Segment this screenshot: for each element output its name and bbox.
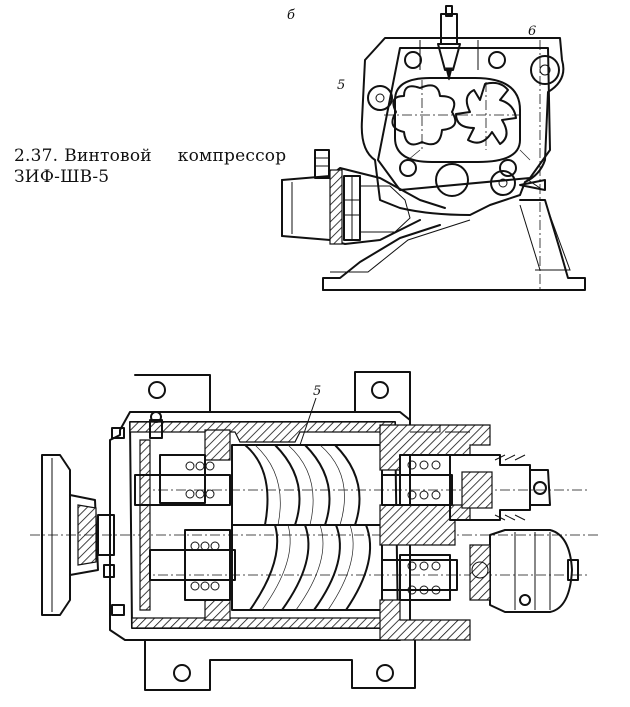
cross-section-view	[281, 5, 586, 291]
label-6: 6	[528, 24, 537, 39]
label-5-main: 5	[313, 384, 322, 399]
label-5-top: 5	[337, 78, 346, 93]
caption-line-2: ЗИФ-ШВ-5	[14, 167, 110, 187]
caption-word-2: компрессор	[177, 146, 287, 166]
caption-line-1: 2.37.Винтовой компрессор	[14, 146, 286, 167]
caption-word-1: Винтовой	[64, 146, 152, 166]
longitudinal-section-view	[30, 371, 600, 691]
figure-number: 2.37.	[14, 146, 59, 166]
figure-caption: 2.37.Винтовой компрессор ЗИФ-ШВ-5	[14, 146, 286, 188]
label-view-b: б	[287, 8, 295, 23]
